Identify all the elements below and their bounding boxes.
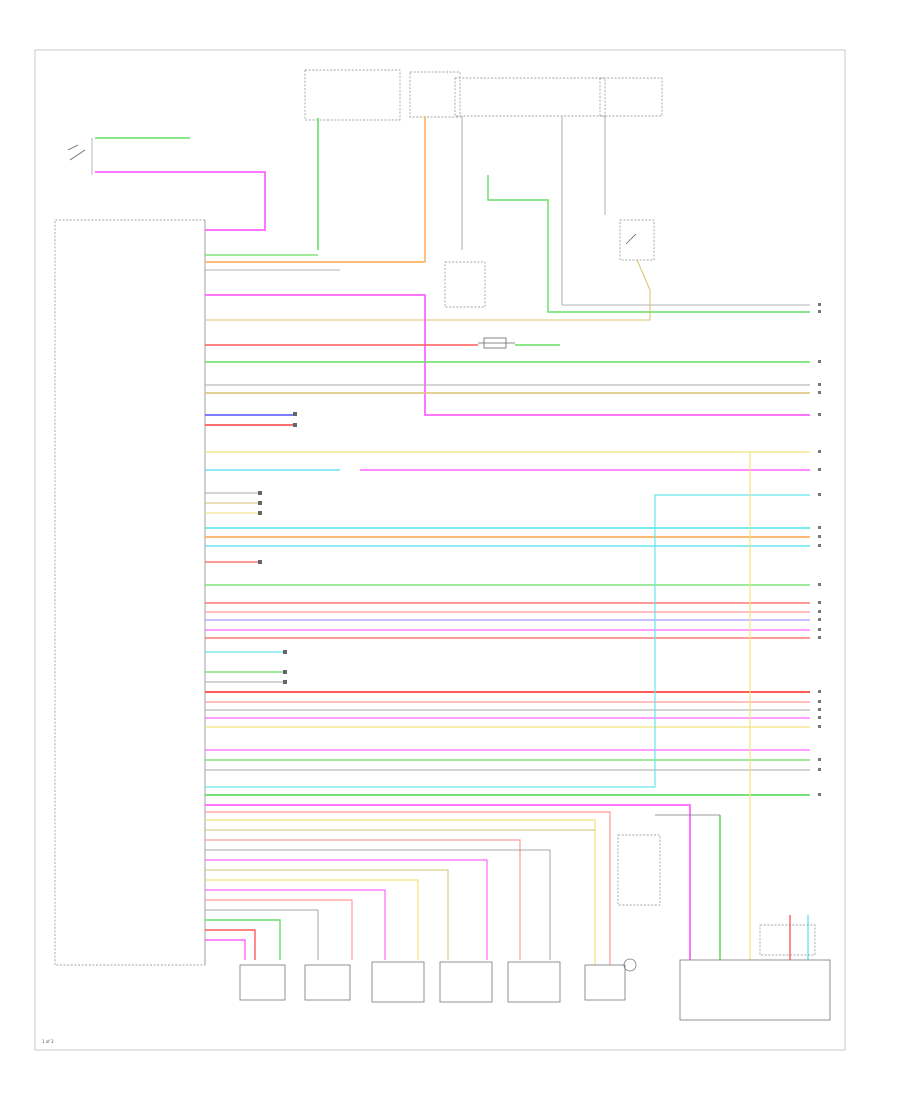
relay-right <box>619 219 655 261</box>
wire-riser-tan <box>210 259 651 321</box>
junction-box-middle <box>409 71 461 118</box>
stub-terminals <box>258 412 297 684</box>
trunk-switch <box>67 138 93 175</box>
wire-rows <box>95 137 810 965</box>
wire-riser-green-2 <box>487 175 810 313</box>
footer-code: 1 of 3 <box>42 1039 54 1044</box>
fuse-block-middle <box>444 261 486 308</box>
junction-box-left <box>304 69 401 121</box>
relay-box-right <box>599 77 663 117</box>
module-boundary <box>54 219 205 966</box>
resistor-symbol <box>478 337 515 349</box>
bottom-components <box>239 834 831 1021</box>
junction-box-right <box>454 77 606 117</box>
right-terminal-marks <box>818 303 821 796</box>
page-frame <box>34 49 846 1051</box>
